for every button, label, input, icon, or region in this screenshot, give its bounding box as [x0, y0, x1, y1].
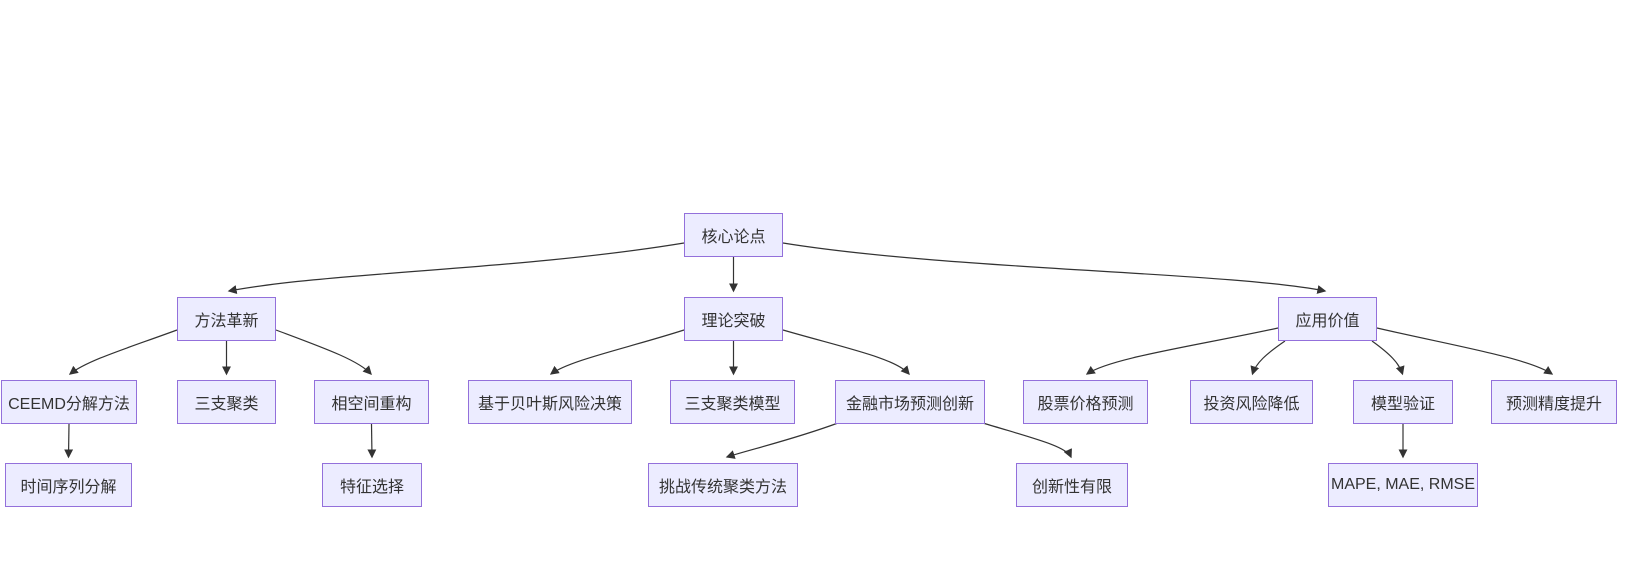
node-limited-innovation: 创新性有限	[1016, 463, 1128, 507]
edge-application-to-accuracy	[1376, 327, 1554, 375]
node-theoretical-breakthrough: 理论突破	[684, 297, 783, 341]
node-method-innovation: 方法革新	[177, 297, 276, 341]
node-model-validation: 模型验证	[1353, 380, 1453, 424]
edge-application-to-validate	[1371, 340, 1405, 376]
node-core-thesis: 核心论点	[684, 213, 783, 257]
node-prediction-accuracy-improvement: 预测精度提升	[1491, 380, 1617, 424]
node-mape-mae-rmse: MAPE, MAE, RMSE	[1328, 463, 1478, 507]
edge-fininnovation-to-limited	[982, 422, 1072, 459]
node-challenge-traditional-clustering: 挑战传统聚类方法	[648, 463, 798, 507]
node-feature-selection: 特征选择	[322, 463, 422, 507]
edge-core-to-application	[782, 242, 1327, 294]
edge-ceemd-to-timeseries	[64, 423, 74, 459]
edge-core-to-methods	[227, 242, 685, 295]
node-ceemd-decomposition: CEEMD分解方法	[1, 380, 137, 424]
edge-application-to-invest	[1250, 340, 1286, 376]
edge-theory-to-bayes	[549, 329, 685, 375]
node-application-value: 应用价值	[1278, 297, 1377, 341]
node-three-way-clustering-model: 三支聚类模型	[670, 380, 795, 424]
node-investment-risk-reduction: 投资风险降低	[1190, 380, 1313, 424]
edge-fininnovation-to-challenge	[725, 422, 839, 459]
edge-methods-to-ceemd	[68, 329, 178, 375]
node-phase-space-reconstruction: 相空间重构	[314, 380, 429, 424]
node-financial-market-prediction-innovation: 金融市场预测创新	[835, 380, 985, 424]
node-bayesian-risk-decision: 基于贝叶斯风险决策	[468, 380, 632, 424]
edge-application-to-stock	[1085, 327, 1279, 375]
node-time-series-decomposition: 时间序列分解	[5, 463, 132, 507]
edge-methods-to-phasespace	[275, 329, 372, 375]
edge-phasespace-to-feature	[367, 423, 377, 459]
node-three-way-clustering: 三支聚类	[177, 380, 276, 424]
node-stock-price-prediction: 股票价格预测	[1023, 380, 1148, 424]
edge-theory-to-fininnovation	[782, 329, 910, 376]
